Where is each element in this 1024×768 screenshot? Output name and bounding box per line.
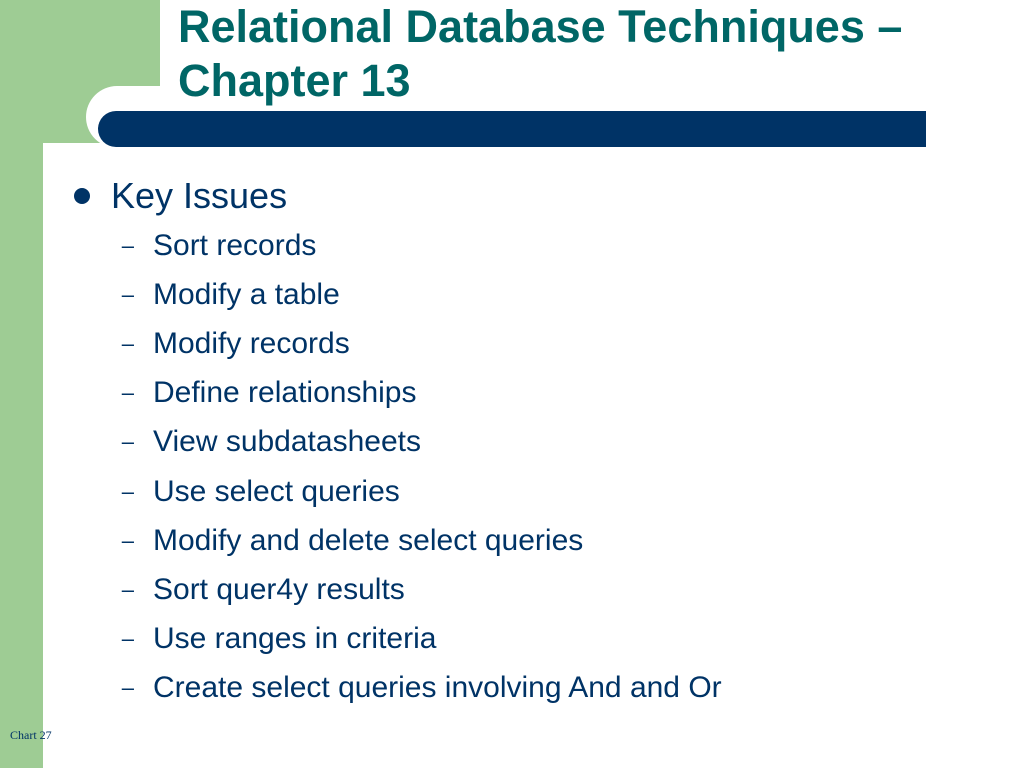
decorative-title-underline-bar	[98, 111, 926, 147]
sub-bullet-item: –Modify and delete select queries	[72, 516, 972, 565]
sub-bullet-item: –Use select queries	[72, 467, 972, 516]
dash-bullet-icon: –	[121, 576, 134, 602]
dash-bullet-icon: –	[121, 232, 134, 258]
sub-bullet-list: –Sort records–Modify a table–Modify reco…	[72, 221, 972, 713]
sub-bullet-text: View subdatasheets	[153, 425, 421, 459]
slide-footer: Chart 27	[10, 728, 52, 742]
sub-bullet-item: –Define relationships	[72, 369, 972, 418]
sub-bullet-text: Define relationships	[153, 376, 417, 410]
sub-bullet-item: –Modify records	[72, 319, 972, 368]
sub-bullet-text: Modify and delete select queries	[153, 523, 584, 557]
main-bullet-text: Key Issues	[111, 175, 288, 216]
sub-bullet-item: –Sort records	[72, 221, 972, 270]
bullet-dot-icon	[74, 188, 90, 204]
sub-bullet-text: Modify records	[153, 326, 350, 360]
sub-bullet-item: –Use ranges in criteria	[72, 615, 972, 664]
sub-bullet-text: Use ranges in criteria	[153, 622, 437, 656]
sub-bullet-item: –Modify a table	[72, 270, 972, 319]
decorative-green-sidebar	[0, 0, 43, 768]
sub-bullet-text: Sort records	[153, 228, 317, 262]
dash-bullet-icon: –	[121, 380, 134, 406]
sub-bullet-item: –Sort quer4y results	[72, 565, 972, 614]
sub-bullet-text: Sort quer4y results	[153, 572, 405, 606]
sub-bullet-text: Use select queries	[153, 474, 400, 508]
slide-body: Key Issues –Sort records–Modify a table–…	[72, 172, 972, 713]
dash-bullet-icon: –	[121, 626, 134, 652]
main-bullet-item: Key Issues	[72, 172, 972, 220]
sub-bullet-text: Create select queries involving And and …	[153, 671, 722, 705]
sub-bullet-item: –Create select queries involving And and…	[72, 664, 972, 713]
dash-bullet-icon: –	[121, 675, 134, 701]
sub-bullet-text: Modify a table	[153, 277, 340, 311]
dash-bullet-icon: –	[121, 478, 134, 504]
dash-bullet-icon: –	[121, 429, 134, 455]
dash-bullet-icon: –	[121, 330, 134, 356]
slide-title: Relational Database Techniques – Chapter…	[178, 1, 903, 106]
sub-bullet-item: –View subdatasheets	[72, 418, 972, 467]
dash-bullet-icon: –	[121, 527, 134, 553]
dash-bullet-icon: –	[121, 281, 134, 307]
